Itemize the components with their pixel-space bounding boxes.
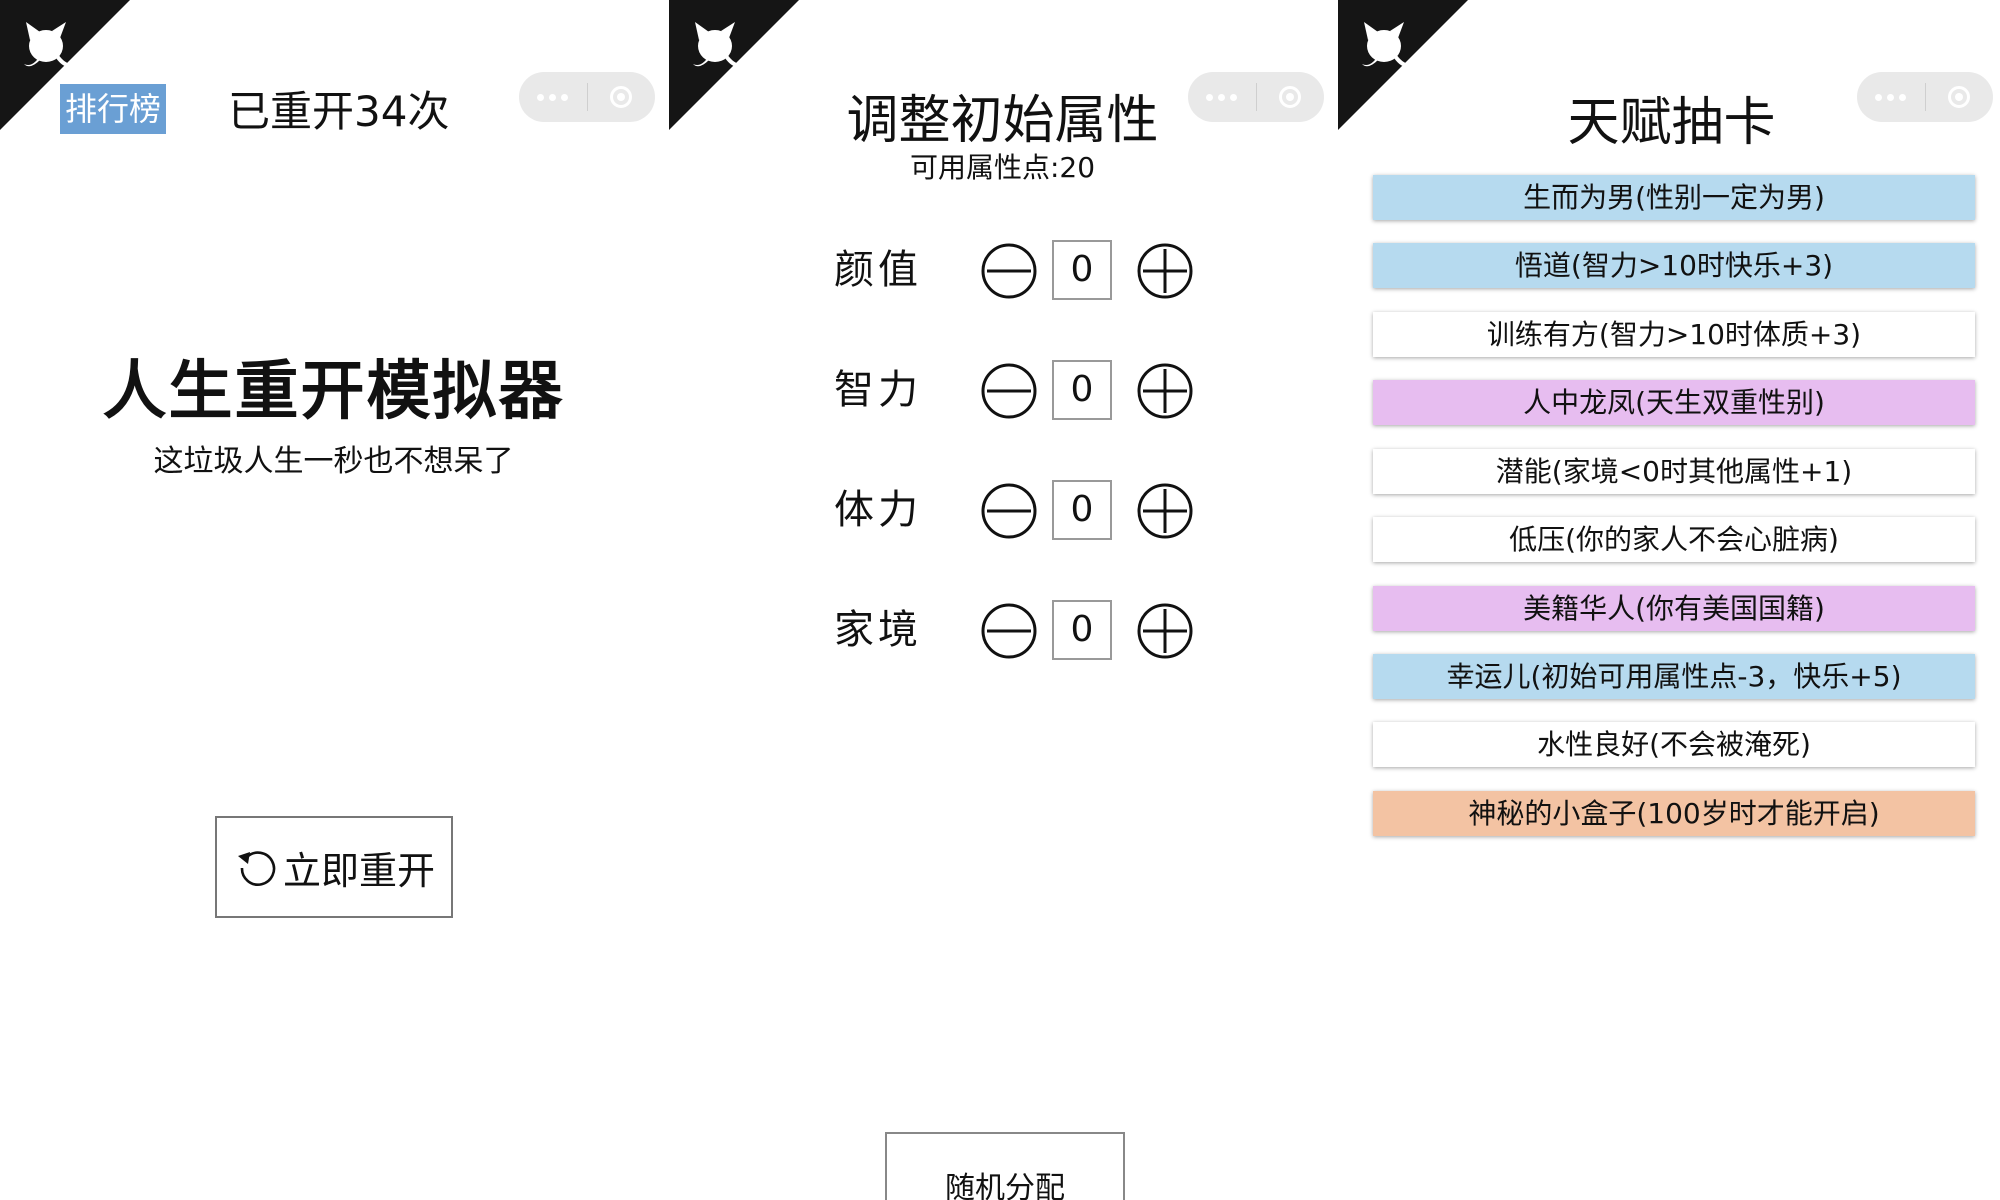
minus-circle-icon <box>981 603 1037 659</box>
github-cat-icon <box>669 0 799 130</box>
increment-button[interactable] <box>1135 601 1195 661</box>
talent-card[interactable]: 训练有方(智力>10时体质+3) <box>1373 312 1975 357</box>
attr-row-strength: 体力 0 <box>834 478 1274 544</box>
wechat-capsule <box>1188 72 1324 122</box>
attr-value-input[interactable]: 0 <box>1052 480 1112 540</box>
close-target-icon <box>1279 86 1302 108</box>
restart-count: 已重开34次 <box>228 87 450 136</box>
github-corner-link[interactable] <box>669 0 819 150</box>
attr-label: 体力 <box>834 487 922 533</box>
talent-card[interactable]: 潜能(家境<0时其他属性+1) <box>1373 449 1975 494</box>
talent-card[interactable]: 水性良好(不会被淹死) <box>1373 722 1975 767</box>
wechat-capsule <box>519 72 655 122</box>
github-corner-link[interactable] <box>0 0 150 150</box>
leaderboard-button[interactable]: 排行榜 <box>60 84 167 134</box>
plus-circle-icon <box>1137 483 1193 539</box>
minus-circle-icon <box>981 363 1037 419</box>
page-title: 天赋抽卡 <box>1567 93 1776 153</box>
restart-now-button[interactable]: 立即重开 <box>215 816 453 918</box>
attr-label: 智力 <box>834 367 922 413</box>
github-corner-link[interactable] <box>1338 0 1488 150</box>
plus-circle-icon <box>1137 243 1193 299</box>
close-miniapp-button[interactable] <box>588 72 656 122</box>
github-cat-icon <box>0 0 130 130</box>
talent-card[interactable]: 幸运儿(初始可用属性点-3，快乐+5) <box>1373 654 1975 699</box>
increment-button[interactable] <box>1135 361 1195 421</box>
capsule-divider <box>586 83 588 111</box>
more-dots-icon <box>1206 93 1238 101</box>
github-cat-icon <box>1338 0 1468 130</box>
close-miniapp-button[interactable] <box>1926 72 1994 122</box>
attr-value-input[interactable]: 0 <box>1052 600 1112 660</box>
talent-screen: 天赋抽卡 生而为男(性别一定为男) 悟道(智力>10时快乐+3) 训练有方(智力… <box>1338 0 2000 1200</box>
decrement-button[interactable] <box>979 361 1039 421</box>
attribute-screen: 调整初始属性 可用属性点:20 颜值 0 智力 0 体力 0 家境 <box>669 0 1336 1200</box>
decrement-button[interactable] <box>979 241 1039 301</box>
talent-card[interactable]: 人中龙凤(天生双重性别) <box>1373 380 1975 425</box>
attr-label: 颜值 <box>834 247 922 293</box>
capsule-divider <box>1924 83 1926 111</box>
attr-row-appearance: 颜值 0 <box>834 238 1274 304</box>
more-menu-button[interactable] <box>1857 72 1925 122</box>
home-screen: 排行榜 已重开34次 人生重开模拟器 这垃圾人生一秒也不想呆了 立即重开 <box>0 0 667 1200</box>
attr-value-input[interactable]: 0 <box>1052 360 1112 420</box>
more-dots-icon <box>1875 93 1907 101</box>
close-target-icon <box>1948 86 1971 108</box>
talent-card[interactable]: 低压(你的家人不会心脏病) <box>1373 517 1975 562</box>
available-points: 可用属性点:20 <box>909 151 1096 184</box>
plus-circle-icon <box>1137 363 1193 419</box>
talent-card[interactable]: 生而为男(性别一定为男) <box>1373 175 1975 220</box>
plus-circle-icon <box>1137 603 1193 659</box>
page-title: 调整初始属性 <box>846 91 1159 151</box>
app-subtitle: 这垃圾人生一秒也不想呆了 <box>153 444 514 479</box>
app-title: 人生重开模拟器 <box>102 355 565 429</box>
more-dots-icon <box>537 93 569 101</box>
refresh-icon <box>237 851 276 886</box>
decrement-button[interactable] <box>979 481 1039 541</box>
restart-now-label: 立即重开 <box>282 848 435 893</box>
minus-circle-icon <box>981 243 1037 299</box>
more-menu-button[interactable] <box>1188 72 1256 122</box>
capsule-divider <box>1255 83 1257 111</box>
wechat-capsule <box>1857 72 1993 122</box>
attr-value-input[interactable]: 0 <box>1052 240 1112 300</box>
talent-card[interactable]: 悟道(智力>10时快乐+3) <box>1373 243 1975 288</box>
talent-card[interactable]: 神秘的小盒子(100岁时才能开启) <box>1373 791 1975 836</box>
more-menu-button[interactable] <box>519 72 587 122</box>
minus-circle-icon <box>981 483 1037 539</box>
talent-card[interactable]: 美籍华人(你有美国国籍) <box>1373 586 1975 631</box>
close-target-icon <box>610 86 633 108</box>
attr-row-family: 家境 0 <box>834 598 1274 664</box>
close-miniapp-button[interactable] <box>1257 72 1325 122</box>
attr-row-intelligence: 智力 0 <box>834 358 1274 424</box>
random-assign-button[interactable]: 随机分配 <box>885 1132 1125 1200</box>
increment-button[interactable] <box>1135 481 1195 541</box>
increment-button[interactable] <box>1135 241 1195 301</box>
decrement-button[interactable] <box>979 601 1039 661</box>
attr-label: 家境 <box>834 607 922 653</box>
